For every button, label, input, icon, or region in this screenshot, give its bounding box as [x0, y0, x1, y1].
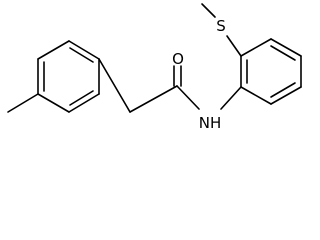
ring-bond — [270, 38, 302, 57]
ring-bond — [240, 38, 272, 57]
chemical-structure: O NH S — [7, 3, 302, 132]
ring-bond — [37, 40, 70, 60]
amide-nitrogen-label: NH — [199, 114, 222, 132]
nitrogen-aryl-bond — [220, 86, 242, 110]
ring-bond — [240, 86, 272, 105]
sulfur-methyl-bond — [201, 3, 216, 18]
ring-double-bond — [69, 90, 94, 106]
benzyl-bond — [98, 58, 131, 113]
tolyl-ring — [37, 40, 100, 113]
ring-double-bond — [270, 82, 296, 98]
ring-double-bond — [270, 45, 296, 61]
aryl-sulfur-bond — [226, 35, 242, 57]
carbonyl-nitrogen-bond — [176, 85, 200, 110]
ring-bond — [270, 86, 302, 105]
methyl-bond — [7, 93, 39, 113]
thioanisole-ring — [240, 38, 302, 105]
ring-bond — [68, 93, 100, 113]
sulfur-label: S — [216, 17, 226, 35]
ring-double-bond — [69, 47, 94, 63]
ring-bond — [37, 93, 70, 113]
ring-bond — [68, 40, 100, 60]
oxygen-label: O — [172, 50, 184, 68]
methylene-carbonyl-bond — [129, 85, 178, 113]
